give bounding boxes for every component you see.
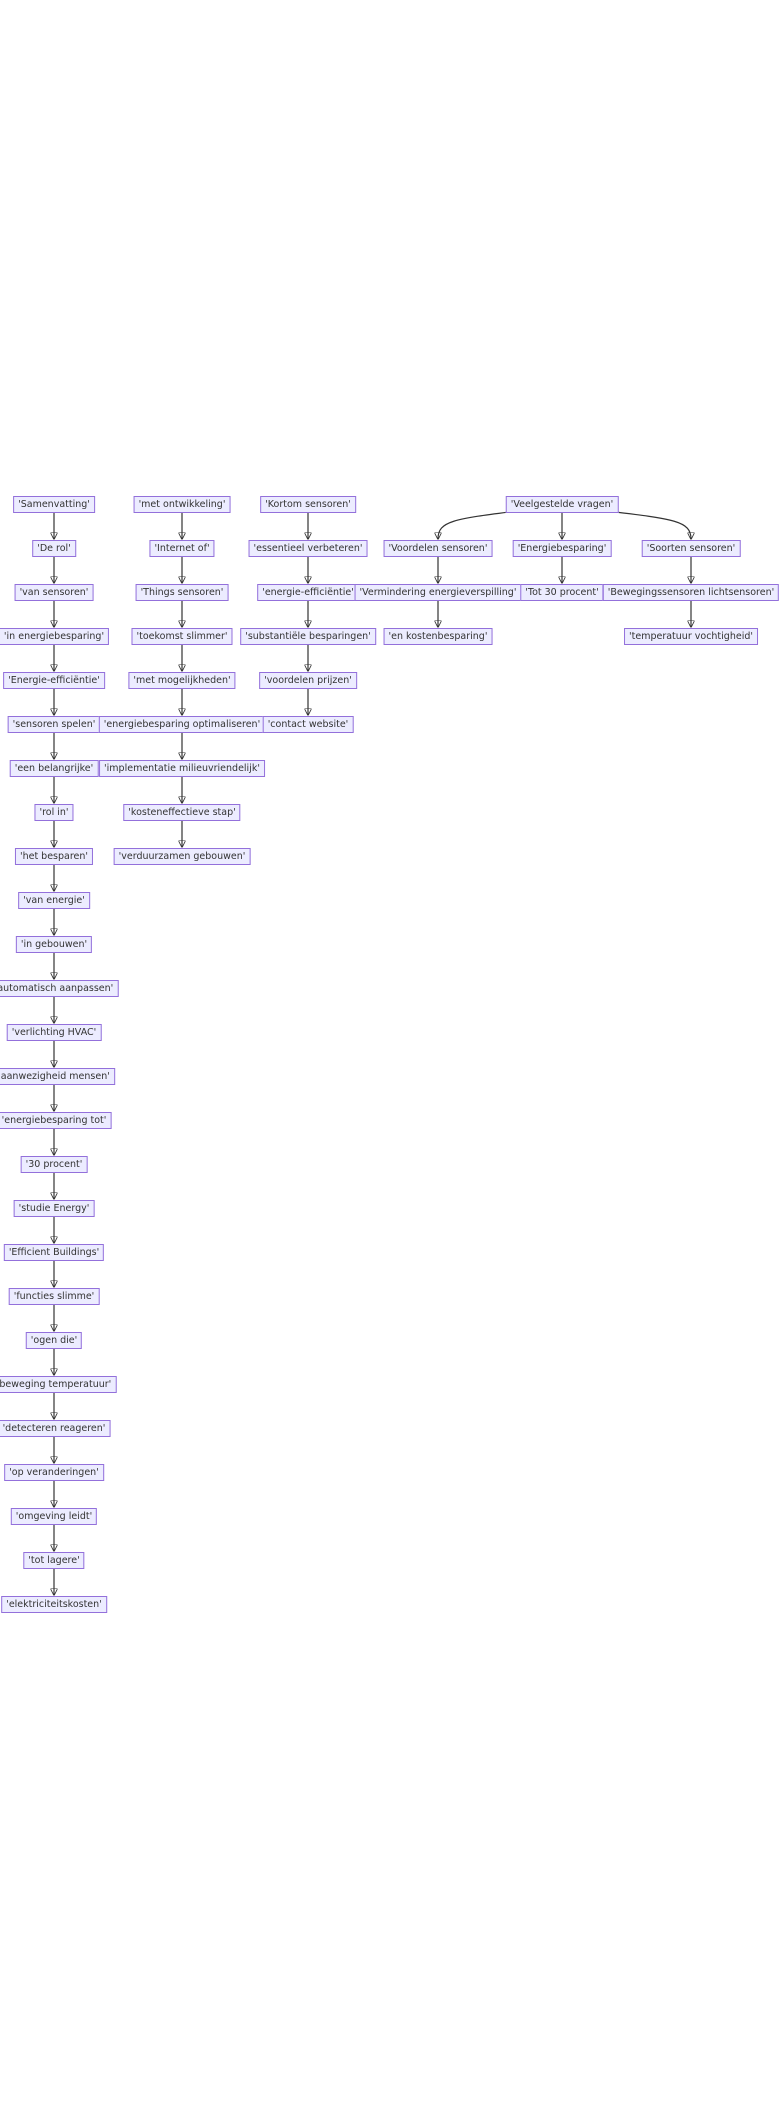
flow-node: 'Vermindering energieverspilling' <box>354 584 522 601</box>
flow-node: 'kosteneffectieve stap' <box>123 804 241 821</box>
flow-node: '30 procent' <box>20 1156 88 1173</box>
flow-node: 'essentieel verbeteren' <box>248 540 368 557</box>
flow-node: 'contact website' <box>262 716 354 733</box>
flow-edge <box>606 510 691 539</box>
flow-node: 'tot lagere' <box>23 1552 85 1569</box>
flow-node: 'in gebouwen' <box>15 936 93 953</box>
flow-node: 'voordelen prijzen' <box>259 672 357 689</box>
flow-node: 'Samenvatting' <box>13 496 95 513</box>
flow-node: 'energiebesparing optimaliseren' <box>98 716 266 733</box>
flow-node: 'Bewegingssensoren lichtsensoren' <box>602 584 780 601</box>
flow-node: 'verlichting HVAC' <box>6 1024 102 1041</box>
flow-node: 'Tot 30 procent' <box>520 584 604 601</box>
flow-node: 'op veranderingen' <box>4 1464 104 1481</box>
flow-node: 'van energie' <box>18 892 90 909</box>
flow-node: 'in energiebesparing' <box>0 628 110 645</box>
flow-node: 'met ontwikkeling' <box>133 496 231 513</box>
flow-node: 'De rol' <box>32 540 76 557</box>
flow-node: 'Kortom sensoren' <box>260 496 356 513</box>
flow-node: 'Energiebesparing' <box>512 540 612 557</box>
flow-node: 'implementatie milieuvriendelijk' <box>99 760 265 777</box>
flow-node: 'automatisch aanpassen' <box>0 980 119 997</box>
flow-node: 'Energie-efficiëntie' <box>3 672 105 689</box>
flow-node: 'aanwezigheid mensen' <box>0 1068 115 1085</box>
flow-edge <box>438 510 518 539</box>
flow-node: 'van sensoren' <box>14 584 94 601</box>
flow-node: 'en kostenbesparing' <box>383 628 493 645</box>
flow-node: 'toekomst slimmer' <box>131 628 233 645</box>
flow-node: 'substantiële besparingen' <box>240 628 376 645</box>
flow-node: 'energie-efficiëntie' <box>257 584 359 601</box>
flow-node: 'energiebesparing tot' <box>0 1112 112 1129</box>
flow-node: 'functies slimme' <box>8 1288 100 1305</box>
flow-node: 'Internet of' <box>149 540 215 557</box>
flow-node: 'verduurzamen gebouwen' <box>113 848 251 865</box>
flow-node: 'een belangrijke' <box>9 760 99 777</box>
flow-node: 'Soorten sensoren' <box>641 540 741 557</box>
flow-node: 'met mogelijkheden' <box>128 672 236 689</box>
flow-node: 'detecteren reageren' <box>0 1420 111 1437</box>
flow-node: 'Efficient Buildings' <box>3 1244 105 1261</box>
flow-node: 'beweging temperatuur' <box>0 1376 117 1393</box>
flow-node: 'sensoren spelen' <box>7 716 101 733</box>
flow-node: 'Voordelen sensoren' <box>383 540 493 557</box>
flow-node: 'ogen die' <box>25 1332 83 1349</box>
flow-node: 'Things sensoren' <box>135 584 229 601</box>
flow-node: 'temperatuur vochtigheid' <box>624 628 758 645</box>
flow-node: 'het besparen' <box>14 848 94 865</box>
flow-node: 'omgeving leidt' <box>10 1508 98 1525</box>
flow-node-root: 'Veelgestelde vragen' <box>505 496 619 513</box>
flow-node: 'elektriciteitskosten' <box>1 1596 107 1613</box>
flow-node: 'rol in' <box>34 804 74 821</box>
flow-node: 'studie Energy' <box>13 1200 95 1217</box>
